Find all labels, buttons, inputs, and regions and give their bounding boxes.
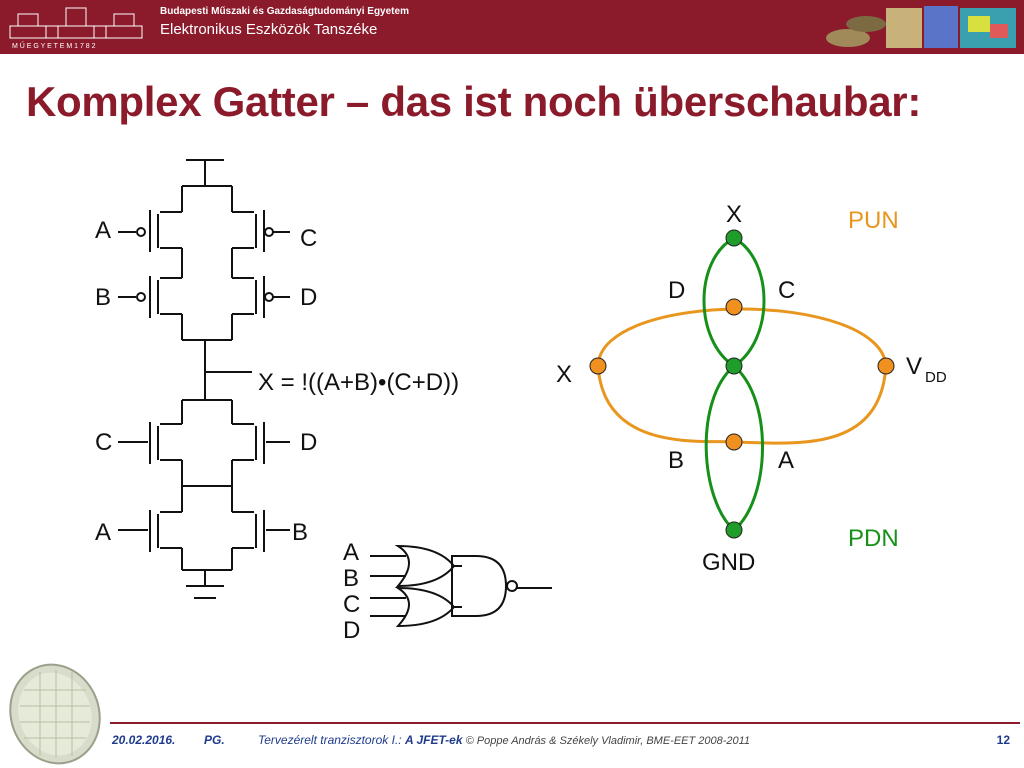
footer-divider [110,722,1020,724]
graph-label-vdd: V [906,353,922,380]
label-b-top: B [95,284,111,311]
oai-gate-symbol [370,544,552,628]
footer-course: Tervezérelt tranzisztorok I.: A JFET-ek … [258,733,750,747]
transistor-schematic [118,159,290,599]
pdn-edge-x-mid-right [733,236,766,368]
graph-label-a: A [778,447,794,474]
footer-date: 20.02.2016. [112,733,176,747]
page-number: 12 [996,733,1010,747]
label-b-bottom: B [292,519,308,546]
footer-author: PG. [204,733,225,747]
gate-input-c: C [343,591,360,618]
department-name: Elektronikus Eszközök Tanszéke [160,21,378,38]
node-x-left [589,357,607,375]
graph-label-d: D [668,277,685,304]
pun-edge-x-vdd-lower [596,365,888,445]
graph-nodes [589,229,895,539]
label-d-bottom: D [300,429,317,456]
header-band: M Ű E G Y E T E M 1 7 8 2 Budapesti Műsz… [0,0,1024,54]
footer-course-topic: A JFET-ek [404,733,463,747]
pdn-label: PDN [848,525,899,552]
footer-course-prefix: Tervezérelt tranzisztorok I.: [258,733,405,747]
label-a-top: A [95,217,111,244]
node-x-top [725,229,743,247]
equation-label: X = !((A+B)•(C+D)) [258,369,459,396]
label-a-bottom: A [95,519,111,546]
node-ba [725,433,743,451]
slide-title: Komplex Gatter – das ist noch überschaub… [26,78,922,125]
pun-edge-x-vdd-upper [596,307,888,367]
chip-collage-image [826,6,1016,48]
pdn-edge-mid-gnd-right [733,364,764,532]
university-name: Budapesti Műszaki és Gazdaságtudományi E… [160,6,409,17]
wafer-image [9,663,101,765]
footer-copyright: © Poppe András & Székely Vladimir, BME-E… [462,735,751,747]
graph-label-b: B [668,447,684,474]
graph-label-x-left: X [556,361,572,388]
node-mid [725,357,743,375]
gate-input-a: A [343,539,359,566]
pun-label: PUN [848,207,899,234]
pdn-edge-x-mid-left [702,236,735,368]
logo-text: M Ű E G Y E T E M 1 7 8 2 [12,41,96,50]
node-dc [725,298,743,316]
university-logo: M Ű E G Y E T E M 1 7 8 2 [9,7,143,50]
gate-input-d: D [343,617,360,644]
label-c-bottom: C [95,429,112,456]
graph-label-x-top: X [726,201,742,228]
label-c-top: C [300,225,317,252]
gate-input-b: B [343,565,359,592]
graph-label-vdd-subscript: DD [925,369,947,386]
label-d-top: D [300,284,317,311]
node-gnd [725,521,743,539]
switch-graph [596,236,888,532]
pdn-edge-mid-gnd-left [704,364,735,532]
graph-label-gnd: GND [702,549,755,576]
graph-label-c: C [778,277,795,304]
node-vdd [877,357,895,375]
